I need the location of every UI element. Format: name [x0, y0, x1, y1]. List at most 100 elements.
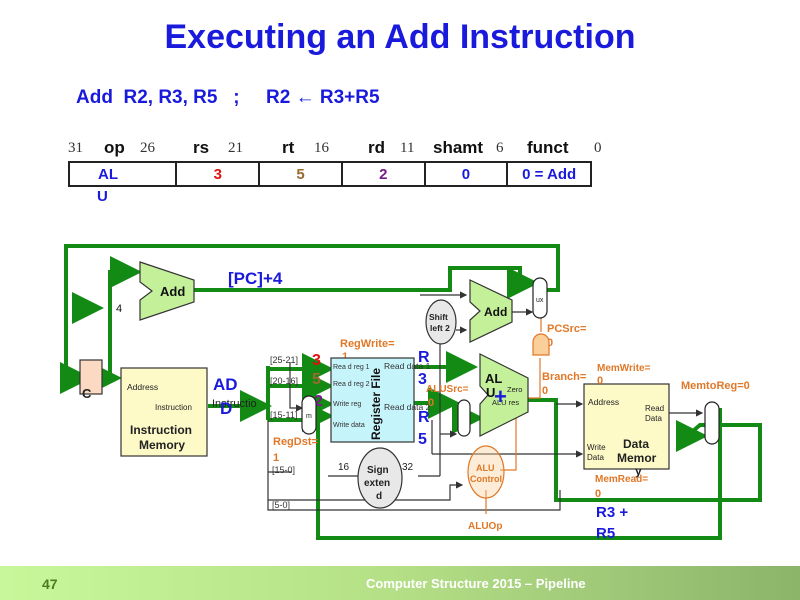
- dmem-title-3: y: [635, 464, 642, 478]
- field-25-21-label: [25-21]: [270, 355, 298, 365]
- field-rt-header: rt: [282, 138, 295, 157]
- regdst-label: RegDst=: [273, 436, 318, 448]
- pcsrc-label: PCSrc=: [547, 323, 586, 335]
- r3-value-a: R: [418, 349, 430, 366]
- regdst-value: 1: [273, 452, 279, 464]
- const-four: 4: [116, 303, 122, 315]
- instruction-format-table: AL 3 5 2 0 0 = Add: [67, 161, 592, 187]
- sign-extend-label-2: exten: [364, 478, 390, 489]
- imem-title-1: Instruction: [130, 423, 192, 437]
- bit-0: 0: [594, 140, 602, 156]
- alu-result-port: ALU res: [492, 398, 519, 407]
- rf-read-reg1-port: Rea d reg 1: [333, 364, 370, 371]
- pc-plus4-label: [PC]+4: [228, 269, 283, 288]
- imem-address-port: Address: [127, 382, 158, 392]
- field-op-header: op: [104, 138, 125, 157]
- shift-left-label-2: left 2: [430, 323, 450, 333]
- dmem-address-port: Address: [588, 397, 619, 407]
- rf-read-data1-port: Read data 1: [384, 361, 431, 371]
- slide-title: Executing an Add Instruction: [164, 18, 636, 56]
- rs-number: 3: [312, 352, 321, 369]
- rd-number: 2: [314, 393, 323, 410]
- dmem-read-port-1: Read: [645, 404, 664, 413]
- sign-extend-label-3: d: [376, 491, 382, 502]
- r3-value-b: 3: [418, 371, 427, 388]
- shift-left-label-1: Shift: [429, 312, 448, 322]
- footer-text: Computer Structure 2015 – Pipeline: [366, 576, 586, 591]
- data-memory: [583, 383, 670, 470]
- shift-left-2: [425, 299, 457, 345]
- rf-read-reg2-port: Rea d reg 2: [333, 381, 370, 388]
- rf-write-reg-port: Write reg: [333, 401, 361, 408]
- memwrite-label: MemWrite=: [597, 363, 651, 374]
- memread-label: MemRead=: [595, 474, 648, 485]
- add-opcode-label-2: D: [220, 399, 232, 418]
- dmem-title-2: Memor: [617, 451, 657, 465]
- memtoreg-mux: [704, 401, 720, 445]
- memtoreg-label: MemtoReg=0: [681, 380, 750, 392]
- thin-wires: [267, 291, 704, 511]
- field-funct-value: 0 = Add: [506, 161, 592, 187]
- pc-register: [79, 359, 103, 395]
- instruction-wire-label: Instructio: [212, 398, 257, 410]
- sign-extend: [357, 447, 403, 509]
- alu-control: [467, 445, 505, 499]
- pcsrc-mux-label: ux: [536, 297, 544, 304]
- r5-value-b: 5: [418, 431, 427, 448]
- bit-6: 6: [496, 140, 504, 156]
- regdst-mux-label: m: [306, 413, 312, 420]
- imem-title-2: Memory: [139, 438, 185, 452]
- rf-read-data2-port: Read data 2: [384, 402, 431, 412]
- alu-label-2: U: [486, 385, 495, 400]
- branch-adder: [469, 279, 513, 343]
- field-op-value: AL: [67, 161, 178, 187]
- field-5-0-label: [5-0]: [272, 500, 290, 510]
- alu-result-value-1: R3 +: [596, 504, 628, 521]
- sign-extend-in-bits: 16: [338, 462, 350, 473]
- pc-adder: [139, 261, 195, 321]
- field-op-value-wrap: U: [97, 188, 108, 205]
- dmem-write-port-1: Write: [587, 443, 606, 452]
- field-rs-value: 3: [175, 161, 261, 187]
- alusrc-value: 0: [428, 397, 434, 409]
- page-number: 47: [42, 576, 58, 592]
- rf-write-data-port: Write data: [333, 422, 365, 429]
- field-20-16-label: [20-16]: [270, 376, 298, 386]
- bit-31: 31: [68, 140, 83, 156]
- field-15-0-label: [15-0]: [272, 465, 295, 475]
- alu: [479, 353, 529, 437]
- dmem-write-port-2: Data: [587, 453, 604, 462]
- alu-label-1: AL: [485, 371, 502, 386]
- alusrc-mux: [457, 399, 471, 437]
- sign-extend-label-1: Sign: [367, 465, 389, 476]
- field-funct-header: funct: [527, 138, 569, 157]
- rf-title: Register File: [369, 368, 383, 440]
- field-rd-header: rd: [368, 138, 385, 157]
- branch-and-gate: [532, 333, 550, 356]
- memwrite-value: 0: [597, 375, 603, 387]
- pcsrc-mux: [532, 277, 548, 319]
- dmem-title-1: Data: [623, 437, 649, 451]
- alu-result-value-2: R5: [596, 525, 615, 542]
- slide-footer: 47 Computer Structure 2015 – Pipeline: [0, 566, 800, 600]
- pcsrc-value: 0: [547, 337, 553, 349]
- branch-adder-label: Add: [484, 305, 507, 319]
- alu-zero-port: Zero: [507, 385, 522, 394]
- register-file: [330, 357, 415, 443]
- wire-pc-feedback: [60, 244, 560, 394]
- alu-control-label-1: ALU: [476, 463, 495, 473]
- branch-label: Branch=: [542, 371, 586, 383]
- alu-control-label-2: Control: [470, 474, 502, 484]
- bit-21: 21: [228, 140, 243, 156]
- aluop-label: ALUOp: [468, 521, 502, 532]
- bit-26: 26: [140, 140, 155, 156]
- field-rt-value: 5: [258, 161, 343, 187]
- memread-value: 0: [595, 488, 601, 500]
- field-15-11-label: [15-11]: [270, 410, 297, 420]
- wire-pc-to-add: [106, 256, 142, 380]
- alusrc-label: ALUSrc=: [426, 384, 469, 395]
- bit-16: 16: [314, 140, 329, 156]
- dmem-read-port-2: Data: [645, 414, 662, 423]
- imem-instruction-port: Instruction: [155, 403, 192, 412]
- regwrite-value: 1: [342, 351, 348, 363]
